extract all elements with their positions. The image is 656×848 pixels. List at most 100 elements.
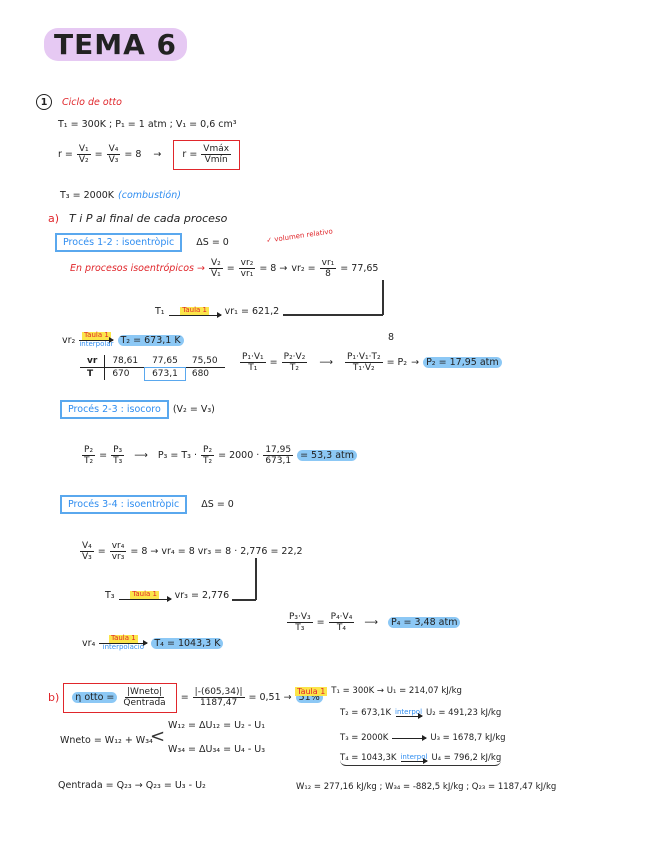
problem-name: Ciclo de otto bbox=[62, 96, 122, 108]
interpolation-table: vr 78,61 77,65 75,50 T 670 673,1 680 bbox=[80, 355, 225, 381]
t3-value: T₃ = 2000K bbox=[340, 733, 389, 743]
arrow-icon: Taula 1 bbox=[118, 590, 172, 602]
u3-lookup: T₃ = 2000K U₃ = 1678,7 kJ/kg bbox=[340, 733, 506, 743]
t3-note: (combustión) bbox=[118, 190, 181, 201]
vr2-label: vr₂ = bbox=[291, 263, 316, 275]
numerator: P₂ bbox=[201, 445, 215, 457]
page-title: TEMA 6 bbox=[44, 28, 187, 61]
denominator: 8 bbox=[325, 269, 331, 280]
vr1-value: vr₁ = 621,2 bbox=[224, 306, 280, 317]
given-values: T₁ = 300K ; P₁ = 1 atm ; V₁ = 0,6 cm³ bbox=[58, 119, 237, 130]
vr4-result: = 8 → vr₄ = 8 vr₃ = 8 · 2,776 = 22,2 bbox=[130, 546, 303, 558]
denominator: V₃ bbox=[108, 155, 119, 166]
efficiency-definition-box: η otto = |Wneto|Qentrada bbox=[63, 683, 177, 713]
process-title-box: Procés 2-3 : isocoro bbox=[60, 400, 169, 419]
denominator: T₂ bbox=[289, 363, 300, 374]
table-ref: Taula 1 bbox=[180, 306, 209, 315]
arrow-icon: → bbox=[153, 149, 162, 161]
part-label: a) bbox=[48, 212, 60, 225]
numerator: V₁ bbox=[76, 144, 91, 156]
table-cell: vr bbox=[80, 355, 106, 368]
numerator: V₄ bbox=[80, 541, 94, 553]
t4-result: T₄ = 1043,3 K bbox=[151, 637, 224, 649]
u2-value: U₂ = 491,23 kJ/kg bbox=[426, 708, 502, 718]
p3-result: = 53,3 atm bbox=[297, 450, 358, 462]
numerator: P₁·V₁ bbox=[240, 352, 266, 364]
qin-definition: Qentrada = Q₂₃ → Q₂₃ = U₃ - U₂ bbox=[58, 780, 206, 791]
part-a-heading: a) T i P al final de cada proceso bbox=[48, 212, 227, 225]
p2-result: P₂ = 17,95 atm bbox=[423, 357, 502, 369]
table-ref: Taula 1 bbox=[295, 686, 328, 696]
t3-value: T₃ = 2000K bbox=[60, 190, 115, 201]
process-3-4-heading: Procés 3-4 : isoentròpic ΔS = 0 bbox=[60, 495, 234, 514]
p4-result: P₄ = 3,48 atm bbox=[387, 617, 461, 629]
problem-heading: 1 Ciclo de otto bbox=[36, 94, 122, 110]
table-cell: 673,1 bbox=[144, 366, 186, 381]
connector-line bbox=[232, 599, 256, 601]
t1-label: T₁ bbox=[155, 306, 165, 317]
ratio-value: = 8 bbox=[124, 149, 142, 161]
table-cell: 75,50 bbox=[184, 355, 225, 368]
ratio-label: r = bbox=[58, 149, 73, 161]
vr2-label: vr₂ bbox=[62, 334, 76, 346]
denominator: T₂ bbox=[203, 456, 213, 467]
vr2-result: = 77,65 bbox=[340, 263, 379, 275]
denominator: V₂ bbox=[78, 155, 89, 166]
fraction: |-(605,34)|1187,47 bbox=[192, 687, 245, 709]
ratio-label: r = bbox=[182, 149, 198, 161]
table-ref: Taula 1 bbox=[130, 590, 159, 599]
table-ref: Taula 1 bbox=[108, 634, 138, 643]
equals: = bbox=[94, 149, 103, 161]
numerator: P₂·V₂ bbox=[281, 352, 308, 364]
eta-label: η otto = bbox=[72, 692, 118, 704]
efficiency-line: b) η otto = |Wneto|Qentrada = |-(605,34)… bbox=[48, 683, 323, 713]
connector-line bbox=[382, 280, 384, 315]
arrow-icon: interpol bbox=[400, 752, 428, 765]
interpolation-note: interpol bbox=[395, 707, 423, 716]
numerator: P₃·V₃ bbox=[287, 612, 313, 624]
numerator: P₃ bbox=[111, 445, 125, 457]
numerator: vr₂ bbox=[238, 258, 256, 270]
efficiency-value: = 0,51 → bbox=[248, 692, 292, 704]
denominator: T₃ bbox=[295, 623, 305, 634]
table-cell: 680 bbox=[191, 369, 210, 379]
denominator: vr₁ bbox=[240, 269, 254, 280]
denominator: T₂ bbox=[84, 456, 94, 467]
part-text: T i P al final de cada proceso bbox=[69, 212, 228, 225]
numerator: vr₁ bbox=[319, 258, 337, 270]
w12-definition: W₁₂ = ΔU₁₂ = U₂ - U₁ bbox=[168, 720, 266, 731]
vr3-value: vr₃ = 2,776 bbox=[174, 590, 230, 601]
numerator: P₁·V₁·T₂ bbox=[344, 352, 383, 364]
process-title-box: Procés 3-4 : isoentròpic bbox=[60, 495, 188, 514]
interpolation-note: interpolar bbox=[79, 339, 114, 348]
denominator: T₁ bbox=[248, 363, 258, 374]
table-cell: 670 bbox=[112, 369, 130, 379]
t3-given: T₃ = 2000K (combustión) bbox=[60, 190, 181, 201]
wneto-definition: Wneto = W₁₂ + W₃₄ bbox=[60, 735, 153, 746]
table-ref: Taula 1 bbox=[82, 331, 111, 340]
t3-label: T₃ bbox=[105, 590, 115, 601]
numerator: |Wneto| bbox=[124, 687, 165, 699]
ratio-8-annotation: 8 bbox=[388, 332, 395, 343]
connector-line bbox=[255, 558, 257, 600]
denominator: T₁·V₂ bbox=[352, 363, 375, 374]
interpolation-note: interpol bbox=[400, 752, 428, 761]
denominator: Vmín bbox=[204, 155, 228, 166]
u4-value: U₄ = 796,2 kJ/kg bbox=[431, 753, 502, 763]
table-row: vr 78,61 77,65 75,50 bbox=[80, 355, 225, 368]
process-title-box: Procés 1-2 : isoentròpic bbox=[55, 233, 183, 252]
equals-p2: = P₂ bbox=[386, 357, 408, 369]
arrow-icon: interpol bbox=[395, 707, 423, 720]
process-2-3-heading: Procés 2-3 : isocoro (V₂ = V₃) bbox=[60, 400, 215, 419]
denominator: 673,1 bbox=[265, 456, 292, 467]
